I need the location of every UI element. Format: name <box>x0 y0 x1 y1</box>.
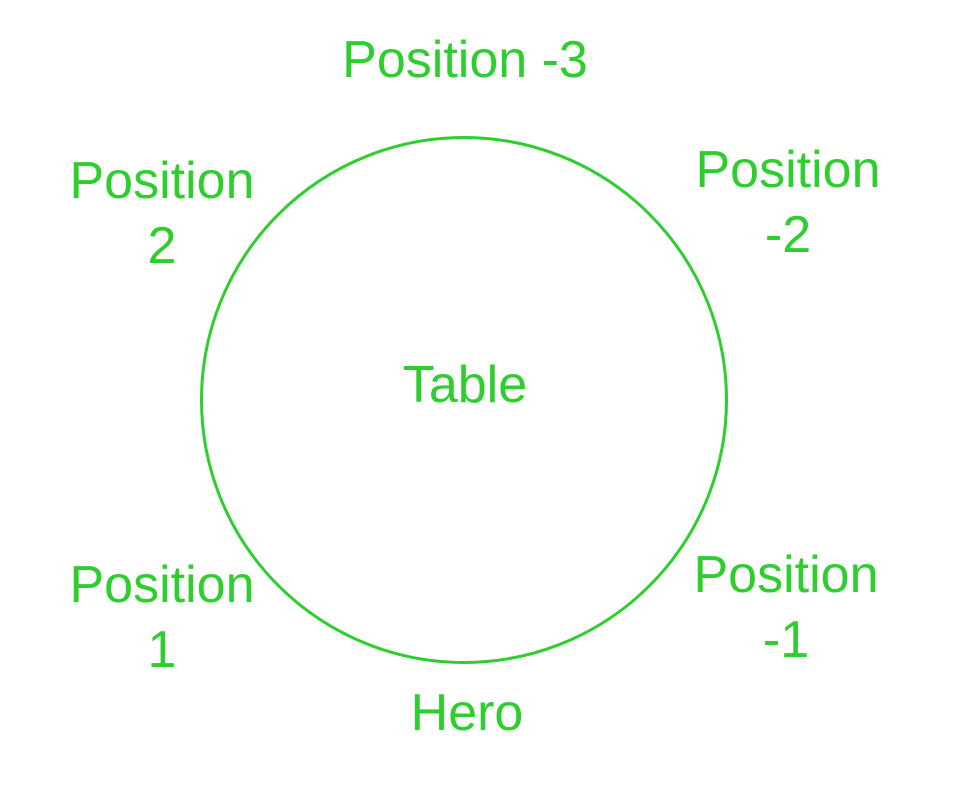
seat-label-text-line1: Position <box>695 141 881 199</box>
seat-label-position-minus-3: Position -3 <box>342 28 588 93</box>
seat-label-position-1: Position 1 <box>70 553 255 683</box>
seat-label-text-line2: 2 <box>147 217 177 275</box>
seat-label-text: Position -3 <box>342 31 588 89</box>
seat-label-text-line1: Position <box>69 152 255 210</box>
table-label: Table <box>403 353 527 418</box>
table-circle <box>200 136 728 664</box>
seat-label-text: Hero <box>410 684 524 742</box>
seat-label-text-line2: 1 <box>147 621 177 679</box>
seat-label-text-line2: -1 <box>762 611 810 669</box>
seat-label-text-line1: Position <box>693 546 879 604</box>
seat-label-position-2: Position 2 <box>70 149 255 279</box>
seat-label-text-line2: -2 <box>764 206 812 264</box>
seat-label-hero: Hero <box>411 681 524 746</box>
seat-label-position-minus-2: Position -2 <box>696 138 881 268</box>
seat-label-text-line1: Position <box>69 556 255 614</box>
table-label-text: Table <box>402 356 528 414</box>
seat-label-position-minus-1: Position -1 <box>694 543 879 673</box>
